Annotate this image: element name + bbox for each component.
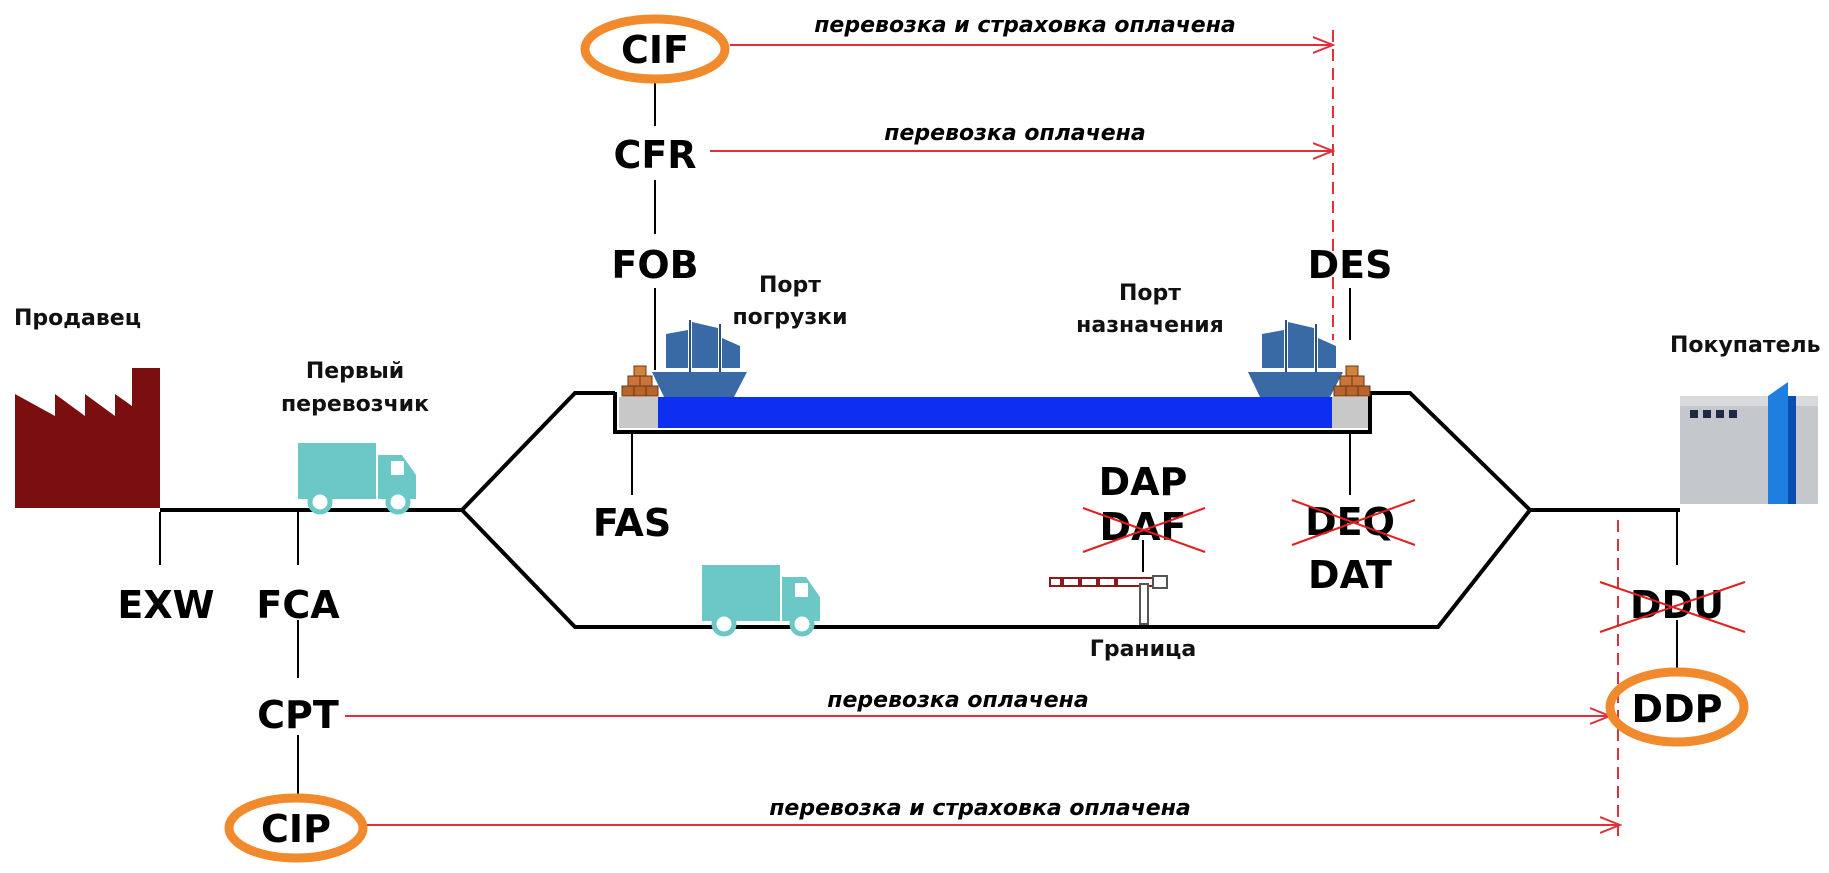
cost-arrows [345,45,1620,825]
loading-dock [619,397,658,428]
destination-port-label-line1: Порт [1119,281,1181,306]
route-lines [160,391,1680,629]
term-cfr: CFR [613,133,696,177]
term-fob: FOB [611,243,698,287]
first-carrier-label-line1: Первый [306,359,404,384]
truck-icon [298,443,416,515]
destination-ship-icon [1248,320,1343,397]
border-label: Граница [1090,637,1196,662]
second-truck-icon [702,565,820,637]
cip-arrow-note: перевозка и страховка оплачена [769,796,1191,821]
cif-highlight [580,14,730,84]
cfr-arrow-note: перевозка оплачена [884,121,1145,146]
first-carrier-label-line2: перевозчик [281,392,429,417]
seller-label: Продавец [14,306,141,331]
loading-port-label-line2: погрузки [732,305,847,330]
term-cip: CIP [261,807,331,851]
ddp-highlight [1605,667,1749,747]
destination-port-label-line2: назначения [1076,313,1224,338]
term-fas: FAS [593,501,671,545]
loading-port-label-line1: Порт [759,273,821,298]
cif-arrow-note: перевозка и страховка оплачена [814,13,1236,38]
term-cif: CIF [621,28,689,72]
term-connectors [159,80,1678,798]
buyer-label: Покупатель [1670,333,1821,358]
term-dap: DAP [1099,460,1188,504]
sailing-ship-icon [652,320,747,397]
term-fca: FCA [256,583,340,627]
term-daf: DAF [1100,505,1187,549]
factory-icon [15,368,160,508]
destination-cargo-stack-icon [1333,365,1371,397]
cpt-arrow-note: перевозка оплачена [827,688,1088,713]
destination-dock [1332,397,1368,428]
term-cpt: CPT [257,693,339,737]
term-dat: DAT [1308,553,1392,597]
buyer-building-icon [1680,382,1818,504]
term-des: DES [1308,243,1393,287]
term-ddp: DDP [1632,687,1723,731]
cargo-stack-icon [621,365,659,397]
border-barrier-icon [1049,575,1168,625]
water-route [658,397,1332,428]
cip-highlight [224,793,368,863]
obsolete-term-crosses [1082,499,1746,633]
term-exw: EXW [117,583,214,627]
